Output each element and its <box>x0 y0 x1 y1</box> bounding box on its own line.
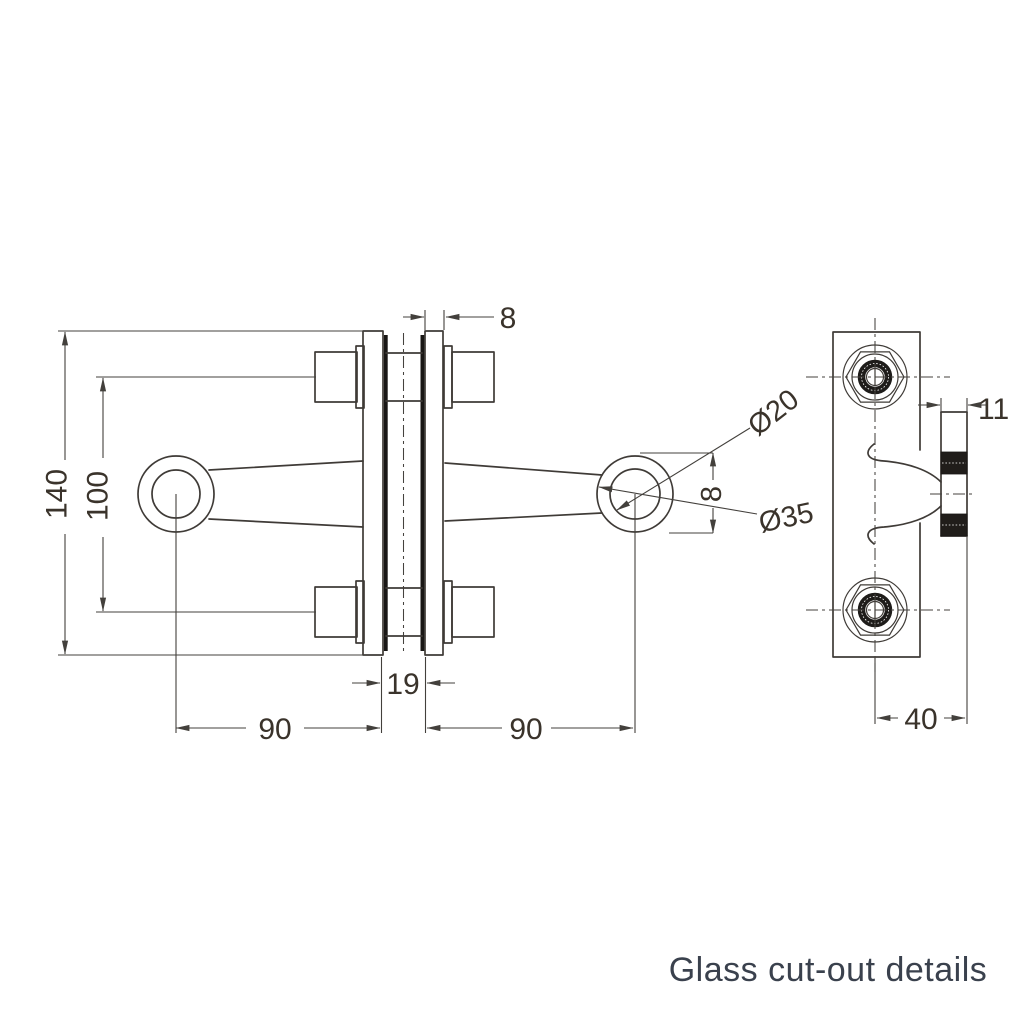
dim-label-plate-width: 40 <box>904 703 937 736</box>
glass-edge-strip <box>867 411 976 545</box>
bolt-top-right <box>451 351 495 403</box>
side-plate-outline <box>832 331 921 658</box>
right-arm-upper-edge <box>444 462 603 476</box>
right-hinge-arm <box>444 455 674 733</box>
glass-panes <box>362 330 444 656</box>
glass-surface-curve-lower <box>867 505 942 545</box>
bolt-bottom-right <box>451 586 495 638</box>
drawing-caption: Glass cut-out details <box>669 951 988 989</box>
boss-diameter-leader <box>598 486 758 515</box>
right-arm-lower-edge <box>444 512 603 522</box>
hole-diameter-leader <box>616 427 751 511</box>
dim-label-height: 140 <box>41 469 74 519</box>
glass-thickness-dimension: 8 <box>403 302 516 335</box>
glass-surface-curve-upper <box>867 443 942 483</box>
knurled-gasket-lower <box>940 513 968 537</box>
strip-width-dimension: 11 <box>918 393 1009 426</box>
washer-bottom-left <box>355 580 365 644</box>
dim-label-right-center: 90 <box>509 713 542 746</box>
left-arm-upper-edge <box>208 460 364 471</box>
left-hinge-arm <box>137 455 364 733</box>
dim-label-hole-spacing: 100 <box>82 471 115 521</box>
side-view: 11 40 <box>806 318 1009 736</box>
left-arm-lower-edge <box>208 518 364 528</box>
plate-width-dimension: 40 <box>874 536 968 736</box>
washer-top-left <box>355 345 365 409</box>
knurled-gasket-upper <box>940 451 968 475</box>
height-dimensions: 140 100 <box>41 330 364 656</box>
left-glass-pane <box>362 330 384 656</box>
bottom-dimensions: 19 90 90 <box>175 657 634 746</box>
dim-label-edge-8: 8 <box>696 486 728 502</box>
dim-label-gap: 19 <box>386 668 419 701</box>
right-glass-pane <box>424 330 444 656</box>
dim-label-left-center: 90 <box>258 713 291 746</box>
dim-label-glass-thickness: 8 <box>500 302 517 335</box>
dim-label-strip-width: 11 <box>978 393 1009 426</box>
